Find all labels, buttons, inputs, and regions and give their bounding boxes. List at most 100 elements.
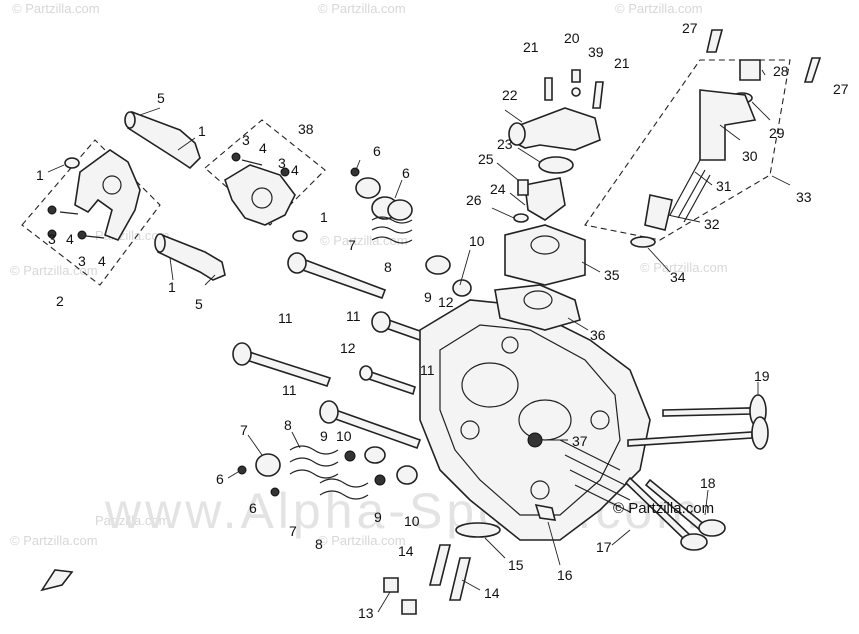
rocker-arm — [74, 149, 141, 241]
callout-1: 1 — [36, 167, 44, 183]
callout-15: 15 — [508, 557, 524, 573]
callout-24: 24 — [490, 181, 506, 197]
adjust-screw — [59, 211, 105, 239]
bolt-head — [287, 252, 307, 274]
callout-12: 12 — [438, 294, 454, 310]
valve-spring-coils — [371, 216, 413, 244]
callout-11: 11 — [420, 362, 435, 378]
callout-9: 9 — [424, 289, 432, 305]
rocker-arm-assembly-left — [21, 139, 161, 286]
leader-line — [761, 69, 766, 76]
callout-6: 6 — [402, 165, 410, 181]
washer — [452, 279, 472, 297]
valve-seal — [425, 255, 451, 275]
upper-valve-spring-cluster — [350, 167, 472, 297]
thermostat-bore — [530, 235, 560, 255]
rocker-arm-assembly-right — [204, 119, 326, 242]
washer — [364, 446, 386, 464]
copyright-credit: © Partzilla.com — [613, 500, 715, 517]
bolt-head — [232, 342, 252, 366]
callout-1: 1 — [320, 209, 328, 225]
callout-3: 3 — [48, 231, 56, 247]
spring-retainer — [355, 177, 381, 199]
leader-line — [291, 431, 301, 449]
bleed-screw-20 — [571, 69, 581, 83]
nut — [77, 230, 87, 240]
callout-18: 18 — [700, 475, 716, 491]
watermark-text: Partzilla.com — [95, 513, 169, 528]
spring-retainer — [255, 453, 281, 477]
leader-line — [204, 274, 216, 286]
valve-head — [698, 519, 726, 537]
callout-39: 39 — [588, 44, 604, 60]
rocker-arm — [224, 164, 296, 226]
callout-3: 3 — [278, 155, 286, 171]
valve-spring-coils — [289, 445, 339, 479]
callout-14: 14 — [484, 585, 500, 601]
callout-6: 6 — [373, 143, 381, 159]
callout-21: 21 — [614, 55, 630, 71]
callout-10: 10 — [404, 513, 420, 529]
leader-line — [496, 162, 519, 181]
callout-37: 37 — [572, 433, 588, 449]
valves — [624, 394, 769, 551]
cotter — [350, 167, 360, 177]
watermark-text: © Partzilla.com — [10, 533, 98, 548]
bolt-21 — [544, 77, 553, 101]
callout-13: 13 — [358, 605, 374, 621]
callout-36: 36 — [590, 327, 606, 343]
callout-1: 1 — [168, 279, 176, 295]
stud-hole — [590, 410, 610, 430]
callout-17: 17 — [596, 539, 612, 555]
rocker-arm-bore — [251, 187, 273, 209]
callout-5: 5 — [157, 90, 165, 106]
o-ring-23 — [538, 156, 574, 174]
cap-bolt-28 — [739, 59, 761, 81]
leader-line — [355, 159, 361, 171]
callout-9: 9 — [320, 428, 328, 444]
leader-line — [47, 164, 65, 173]
callout-38: 38 — [298, 121, 314, 137]
leader-lines — [47, 69, 791, 613]
valve-seal — [344, 450, 356, 462]
washer — [396, 465, 418, 485]
intake-flange-36 — [494, 284, 581, 331]
callout-6: 6 — [216, 471, 224, 487]
callout-numbers: 1 1 1 1 2 3 3 3 3 4 4 4 4 5 5 6 6 6 6 7 … — [36, 20, 849, 621]
leader-line — [611, 529, 631, 546]
spring-retainer — [387, 199, 413, 221]
leader-line — [227, 471, 239, 479]
bolt-head — [319, 400, 339, 424]
callout-11: 11 — [346, 308, 361, 324]
leader-line — [504, 109, 523, 123]
callout-35: 35 — [604, 267, 620, 283]
leader-line — [169, 257, 174, 281]
callout-11: 11 — [282, 382, 297, 398]
spring-31 — [669, 159, 711, 223]
stud-14 — [428, 544, 452, 586]
leader-line — [694, 171, 713, 186]
rocker-shaft-upper — [127, 110, 201, 170]
valve-head — [680, 533, 708, 551]
washer-26 — [513, 213, 529, 223]
callout-33: 33 — [796, 189, 812, 205]
cylinder-head-gasket-face — [439, 324, 621, 516]
nut — [280, 167, 290, 177]
callout-11: 11 — [278, 310, 293, 326]
leader-line — [567, 317, 589, 331]
washer-39 — [571, 87, 581, 97]
lower-valve-spring-cluster — [237, 445, 418, 500]
callout-29: 29 — [769, 125, 785, 141]
stud-hole — [501, 336, 519, 354]
thermostat-base-35 — [504, 224, 586, 286]
cam-bore — [461, 362, 519, 408]
shaft-end — [154, 233, 166, 253]
callout-32: 32 — [704, 216, 720, 232]
leader-line — [647, 247, 671, 273]
callout-30: 30 — [742, 148, 758, 164]
leader-line — [139, 107, 161, 116]
callout-3: 3 — [78, 253, 86, 269]
leader-line — [751, 101, 771, 121]
